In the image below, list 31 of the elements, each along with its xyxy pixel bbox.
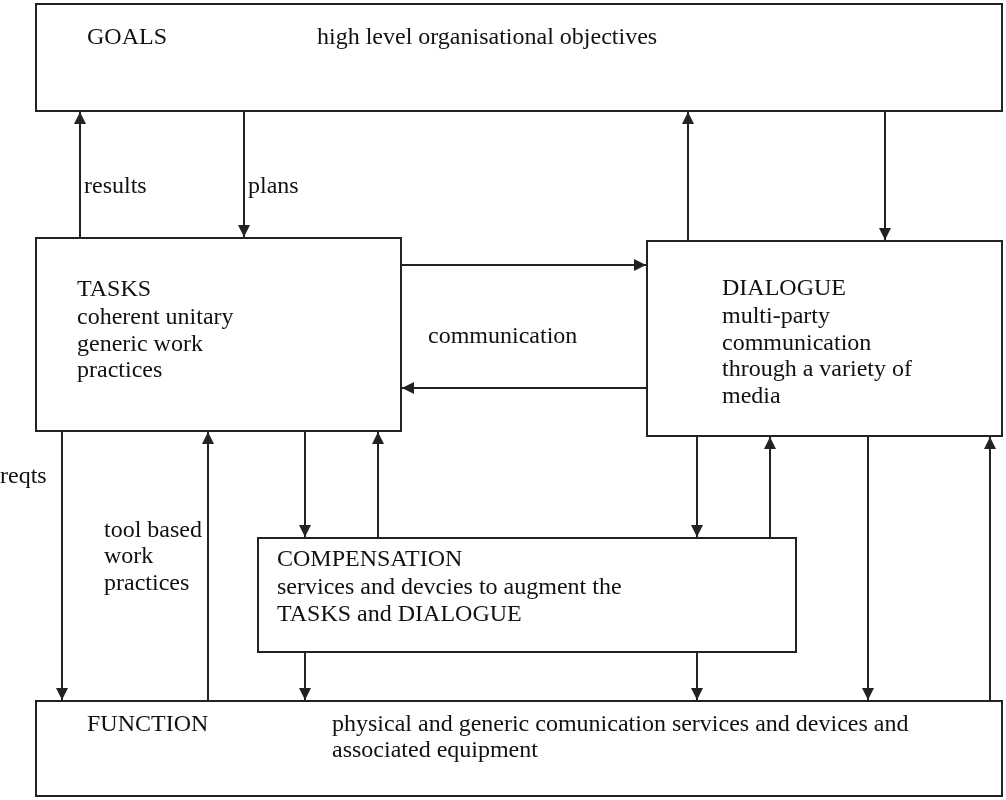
- arrow: [299, 652, 311, 701]
- arrow: [372, 431, 384, 538]
- box-heading: TASKS: [77, 275, 153, 302]
- arrow: [879, 111, 891, 241]
- process-box: [35, 237, 402, 432]
- arrow: [202, 431, 214, 701]
- arrow: [691, 652, 703, 701]
- box-heading: DIALOGUE: [722, 274, 847, 301]
- box-description: coherent unitary generic work practices: [77, 303, 235, 383]
- process-box: [35, 3, 1003, 112]
- arrow: [56, 431, 68, 701]
- box-heading: COMPENSATION: [277, 545, 464, 572]
- arrow: [691, 436, 703, 538]
- box-description: services and devcies to augment the TASKS and DIALOGUE: [277, 573, 623, 627]
- arrow: [682, 111, 694, 241]
- box-heading: GOALS: [87, 23, 168, 51]
- arrow: [862, 436, 874, 701]
- process-box: [646, 240, 1003, 437]
- arrow: [74, 111, 86, 238]
- box-description: high level organisational objectives: [317, 23, 659, 51]
- box-description: multi-party communication through a variety of media: [722, 302, 913, 408]
- box-heading: FUNCTION: [87, 710, 210, 738]
- box-description: physical and generic comunication services and devices and associated equipment: [332, 710, 910, 765]
- arrow: [401, 382, 647, 394]
- process-box: [35, 700, 1003, 797]
- arrow: [764, 436, 776, 538]
- arrow: [299, 431, 311, 538]
- arrow: [238, 111, 250, 238]
- process-box: [257, 537, 797, 653]
- arrow: [401, 259, 647, 271]
- arrow: [984, 436, 996, 701]
